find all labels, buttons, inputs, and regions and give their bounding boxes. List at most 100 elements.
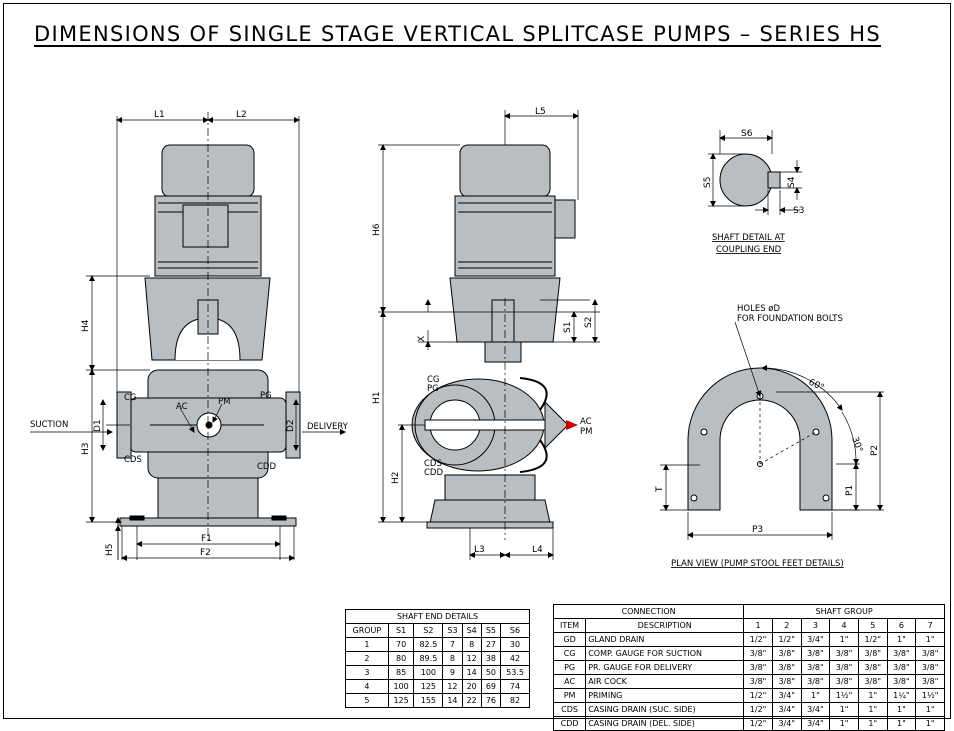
plan-holes-label-1: HOLES øD — [737, 304, 780, 314]
conn-item-header: ITEM — [552, 618, 587, 633]
table-cell: 12 — [461, 651, 482, 666]
dim-H2: H2 — [391, 472, 401, 485]
label-front-cdd: CDD — [257, 462, 276, 472]
conn-item-cell: PG — [552, 660, 587, 675]
conn-group-header: 3 — [800, 618, 831, 633]
conn-value-cell: 1½" — [829, 688, 859, 703]
shaft-table-header-cell: S3 — [442, 623, 463, 638]
conn-value-cell: 3/8" — [771, 674, 802, 689]
conn-value-cell: 3/8" — [800, 660, 831, 675]
shaft-table-header-cell: S1 — [387, 623, 415, 638]
shaft-detail-labels: S6 S5 S4 S3 SHAFT DETAIL AT COUPLING END — [703, 129, 804, 255]
table-cell: 3 — [345, 665, 389, 680]
front-terminal-box — [182, 204, 229, 248]
conn-value-cell: 3/4" — [800, 702, 831, 717]
conn-value-cell: 3/8" — [771, 646, 802, 661]
dim-L2: L2 — [236, 110, 247, 120]
dim-H1: H1 — [372, 392, 382, 405]
table-cell: 125 — [413, 679, 444, 694]
conn-desc-cell: AIR COCK — [585, 674, 745, 689]
conn-value-cell: 3/8" — [771, 660, 802, 675]
conn-value-cell: 1½" — [915, 688, 945, 703]
table-cell: 82 — [500, 693, 530, 708]
front-dimensions — [30, 112, 346, 561]
label-front-cds: CDS — [124, 455, 142, 465]
shaft-circle — [719, 153, 773, 207]
shaft-key — [767, 171, 781, 189]
conn-desc-header: DESCRIPTION — [585, 618, 745, 633]
table-cell: 76 — [480, 693, 502, 708]
table-cell: 12 — [442, 679, 463, 694]
label-front-ac: AC — [176, 402, 188, 412]
shaft-detail-dims — [708, 130, 802, 215]
label-side-cg: CG — [427, 375, 440, 385]
conn-value-cell: 3/4" — [771, 702, 802, 717]
conn-value-cell: 1" — [886, 716, 917, 731]
drawing-frame — [3, 3, 951, 719]
shaft-detail — [719, 153, 781, 207]
conn-value-cell: 3/8" — [743, 646, 773, 661]
shaft-table-header-cell: S6 — [500, 623, 530, 638]
label-delivery: DELIVERY — [307, 422, 349, 432]
conn-value-cell: 1" — [886, 632, 917, 647]
conn-desc-cell: GLAND DRAIN — [585, 632, 745, 647]
conn-value-cell: 3/8" — [829, 646, 859, 661]
conn-value-cell: 1" — [829, 632, 859, 647]
conn-value-cell: 3/8" — [743, 674, 773, 689]
table-cell: 22 — [461, 693, 482, 708]
conn-value-cell: 1" — [800, 688, 831, 703]
conn-group-header: 2 — [771, 618, 802, 633]
dim-L4: L4 — [532, 545, 543, 555]
table-cell: 30 — [500, 637, 530, 652]
plan-angle-30: 30° — [849, 436, 864, 454]
front-view — [116, 144, 301, 527]
conn-desc-cell: CASING DRAIN (DEL. SIDE) — [585, 716, 745, 731]
table-cell: 155 — [413, 693, 444, 708]
table-cell: 14 — [461, 665, 482, 680]
conn-group-header: 5 — [857, 618, 888, 633]
table-cell: 8 — [442, 651, 463, 666]
table-cell: 42 — [500, 651, 530, 666]
conn-value-cell: 1" — [915, 632, 945, 647]
conn-value-cell: 1" — [829, 702, 859, 717]
conn-item-cell: CDD — [552, 716, 587, 731]
shaft-detail-caption-2: COUPLING END — [716, 245, 782, 255]
dim-P3: P3 — [752, 525, 763, 535]
conn-value-cell: 1" — [857, 702, 888, 717]
conn-value-cell: 3/8" — [886, 646, 917, 661]
conn-group-header: 1 — [743, 618, 773, 633]
side-terminal-box — [554, 199, 576, 239]
table-cell: 100 — [413, 665, 444, 680]
connection-table: CONNECTION SHAFT GROUP ITEM DESCRIPTION … — [552, 604, 945, 731]
table-cell: 85 — [387, 665, 415, 680]
label-side-cds: CDS — [424, 459, 442, 469]
dim-S1: S1 — [563, 322, 573, 333]
shaft-detail-caption-1: SHAFT DETAIL AT — [712, 233, 786, 243]
table-cell: 1 — [345, 637, 389, 652]
dim-P2: P2 — [870, 445, 880, 456]
shaft-table-header-cell: S2 — [413, 623, 444, 638]
conn-value-cell: 3/8" — [800, 674, 831, 689]
conn-value-cell: 3/8" — [743, 660, 773, 675]
conn-title: CONNECTION — [552, 604, 745, 619]
conn-value-cell: 3/4" — [771, 688, 802, 703]
side-stuffing-box — [484, 341, 522, 363]
shaft-table-title: SHAFT END DETAILS — [345, 609, 530, 624]
conn-value-cell: 1/2" — [743, 632, 773, 647]
conn-group-header: 6 — [886, 618, 917, 633]
conn-value-cell: 1" — [857, 716, 888, 731]
dim-L1: L1 — [154, 110, 165, 120]
table-cell: 27 — [480, 637, 502, 652]
plan-view-caption: PLAN VIEW (PUMP STOOL FEET DETAILS) — [671, 559, 844, 569]
